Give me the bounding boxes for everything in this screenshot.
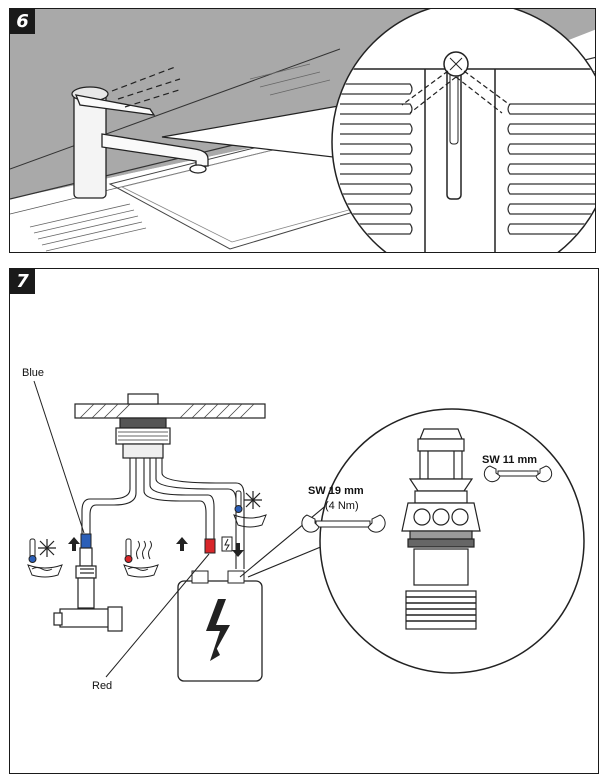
blue-leader-line [33, 380, 85, 534]
blue-label: Blue [22, 367, 44, 379]
step-7-panel: 7 [9, 268, 599, 774]
cold-water-icon [233, 490, 267, 528]
electric-power-icon [206, 599, 230, 661]
faucet-mounting [115, 393, 171, 459]
step-number-6: 6 [10, 9, 35, 34]
red-leader-line [105, 553, 210, 678]
step-number-7: 7 [10, 269, 35, 294]
lever-motion-lines [111, 66, 183, 108]
step-6-panel: 6 [9, 8, 596, 253]
electric-power-icon [221, 536, 233, 552]
faucet-lever-illustration [10, 9, 595, 252]
fitting-assembly [401, 428, 481, 630]
drain-board [29, 63, 331, 252]
wrench-large-label: SW 19 mm [308, 485, 364, 497]
countertop-section [74, 403, 266, 419]
wrench-small-label: SW 11 mm [482, 454, 537, 466]
arrow-up-icon [176, 537, 188, 551]
boiler-connection-illustration: Blue Red [22, 367, 585, 692]
arrow-up-icon [68, 537, 80, 551]
supply-hoses [81, 458, 245, 569]
arrow-down-icon [232, 543, 244, 557]
faucet [71, 86, 209, 199]
red-label: Red [92, 680, 112, 692]
angle-valve [53, 547, 123, 632]
wrench-icon [301, 514, 386, 533]
blue-marker [80, 533, 92, 549]
cold-water-icon [27, 538, 63, 578]
red-marker [204, 538, 216, 554]
hot-water-icon [123, 538, 159, 578]
torque-label: (4 Nm) [325, 500, 359, 512]
wrench-icon [483, 465, 553, 483]
zoom-detail-circle [331, 9, 595, 252]
